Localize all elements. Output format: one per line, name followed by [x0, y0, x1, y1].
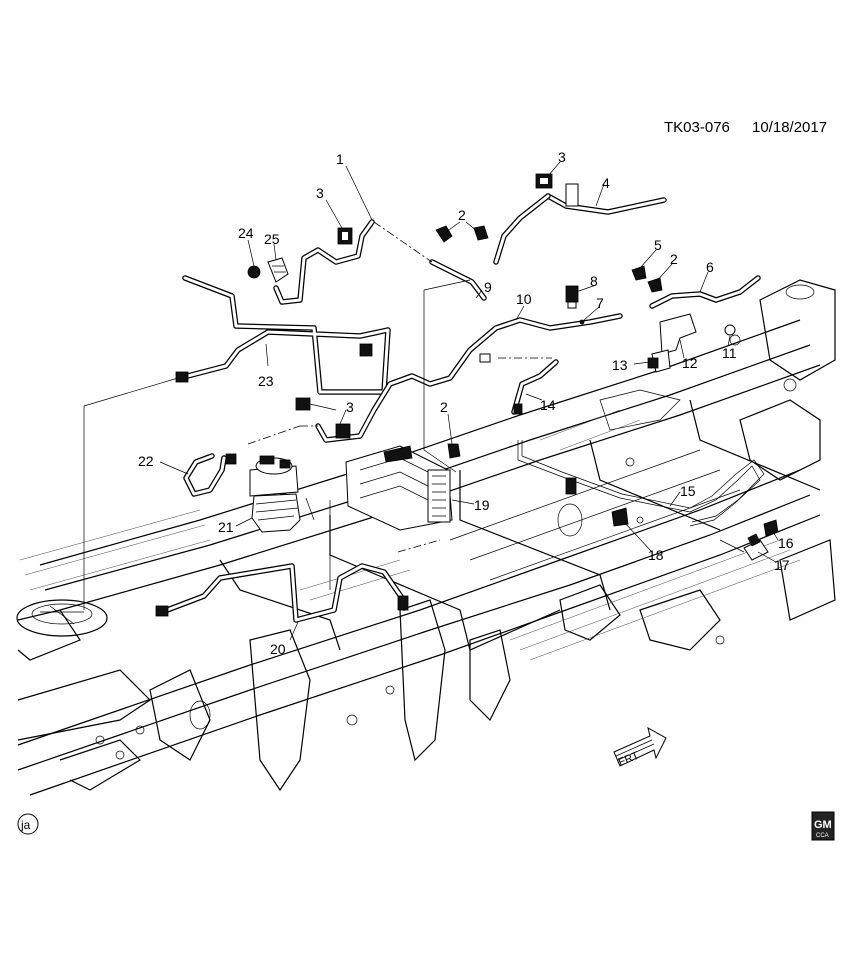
callouts: 1 2 2 2 3 3 3 4 5 6 7 8 9 10 11 12 13 14… — [138, 149, 794, 657]
callout-9: 9 — [484, 279, 492, 295]
callout-13: 13 — [612, 357, 628, 373]
fitting-25 — [267, 257, 289, 283]
leader-lines — [159, 161, 779, 641]
diagram-date: 10/18/2017 — [752, 119, 827, 136]
components — [155, 173, 779, 617]
vehicle-frame — [16, 279, 836, 796]
callout-8: 8 — [590, 273, 598, 289]
fitting-14 — [513, 403, 523, 415]
callout-16: 16 — [778, 535, 794, 551]
corner-mark: ja — [17, 813, 39, 835]
callout-10: 10 — [516, 291, 532, 307]
callout-1: 1 — [336, 151, 344, 167]
callout-6: 6 — [706, 259, 714, 275]
callout-19: 19 — [474, 497, 490, 513]
callout-11: 11 — [722, 345, 737, 361]
logo-sub: CCA — [816, 833, 829, 839]
callout-4: 4 — [602, 175, 610, 191]
fuel-filter-21 — [225, 453, 301, 533]
clip-on-23 — [175, 371, 189, 383]
diagram-id: TK03-076 — [664, 119, 730, 136]
callout-23: 23 — [258, 373, 274, 389]
module-19 — [345, 445, 453, 531]
clip-on-15 — [565, 477, 577, 495]
front-direction-arrow: FRT — [613, 727, 667, 769]
bolt-11 — [724, 324, 736, 336]
corner-mark-text: ja — [20, 818, 31, 832]
clip-on-14 — [479, 353, 491, 363]
pin-7 — [579, 319, 585, 325]
bracket-4 — [565, 183, 579, 207]
callout-18: 18 — [648, 547, 664, 563]
callout-24: 24 — [238, 225, 254, 241]
callout-2a: 2 — [458, 207, 466, 223]
callout-3a: 3 — [316, 185, 324, 201]
clip-on-23b — [359, 343, 373, 357]
callout-2c: 2 — [670, 251, 678, 267]
callout-20: 20 — [270, 641, 286, 657]
fitting-20 — [397, 595, 409, 611]
clip-3-upper — [337, 227, 353, 245]
callout-22: 22 — [138, 453, 154, 469]
logo-brand: GM — [814, 819, 832, 831]
bolt-24 — [247, 265, 261, 279]
callout-21: 21 — [218, 519, 234, 535]
clip-5 — [631, 265, 647, 281]
bracket-12-13 — [647, 313, 697, 373]
clip-2-middle — [447, 443, 461, 459]
clip-16 — [763, 519, 779, 537]
clip-2-right — [647, 277, 663, 293]
clips-2-top — [435, 225, 489, 243]
sensor-8 — [565, 285, 579, 309]
gm-logo: GM CCA — [811, 811, 835, 841]
clip-3-top — [535, 173, 553, 189]
clip-18 — [611, 507, 629, 527]
callout-5: 5 — [654, 237, 662, 253]
callout-12: 12 — [682, 355, 698, 371]
callout-2b: 2 — [440, 399, 448, 415]
clip-3-middle — [295, 397, 351, 439]
callout-25: 25 — [264, 231, 280, 247]
fitting-20-rear — [155, 605, 169, 617]
callout-3c: 3 — [346, 399, 354, 415]
callout-17: 17 — [774, 557, 790, 573]
callout-15: 15 — [680, 483, 696, 499]
callout-14: 14 — [540, 397, 556, 413]
alignment-lines — [83, 221, 552, 610]
callout-3b: 3 — [558, 149, 566, 165]
valve-17 — [719, 533, 769, 561]
callout-7: 7 — [596, 295, 604, 311]
